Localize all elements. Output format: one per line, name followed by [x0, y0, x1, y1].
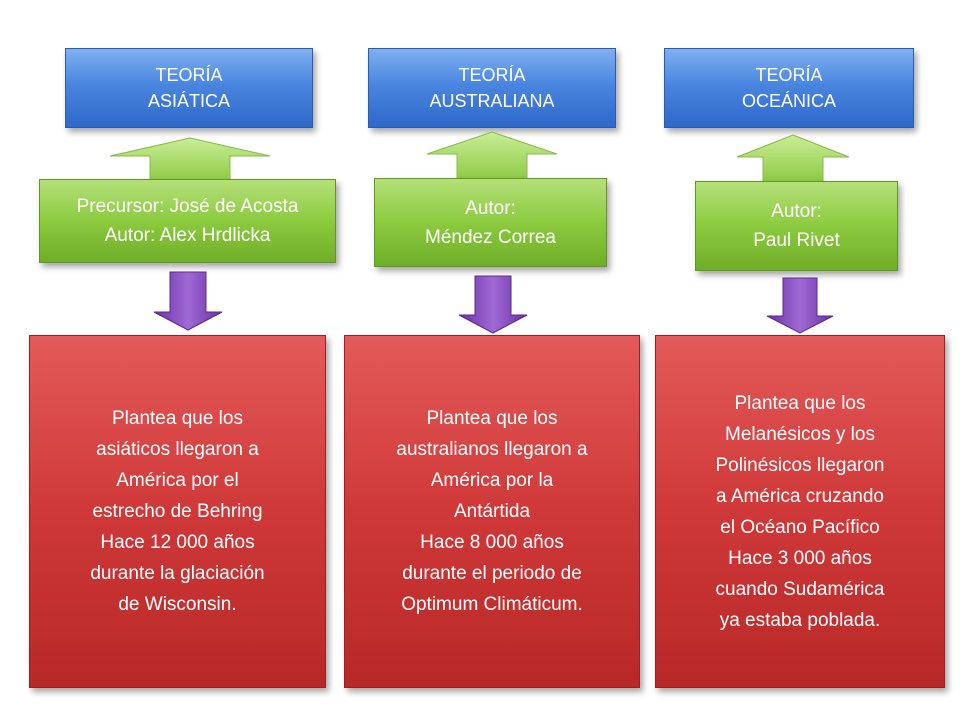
author-box-asiatica: Precursor: José de Acosta Autor: Alex Hr…: [39, 179, 336, 263]
description-box-australiana: Plantea que los australianos llegaron a …: [344, 335, 640, 688]
up-arrow-asiatica: [109, 137, 271, 184]
title-box-asiatica: TEORÍA ASIÁTICA: [65, 48, 313, 128]
author-box-oceanica: Autor: Paul Rivet: [695, 181, 898, 271]
up-arrow-oceanica: [736, 134, 850, 184]
title-box-australiana: TEORÍA AUSTRALIANA: [368, 48, 616, 128]
up-arrow-australiana: [426, 131, 558, 183]
author-box-australiana: Autor: Méndez Correa: [374, 178, 607, 267]
title-box-oceanica: TEORÍA OCEÁNICA: [664, 48, 914, 128]
down-arrow-asiatica: [153, 271, 223, 331]
description-box-oceanica: Plantea que los Melanésicos y los Poliné…: [655, 335, 945, 688]
down-arrow-australiana: [458, 275, 528, 334]
description-box-asiatica: Plantea que los asiáticos llegaron a Amé…: [29, 335, 326, 688]
down-arrow-oceanica: [766, 277, 834, 334]
